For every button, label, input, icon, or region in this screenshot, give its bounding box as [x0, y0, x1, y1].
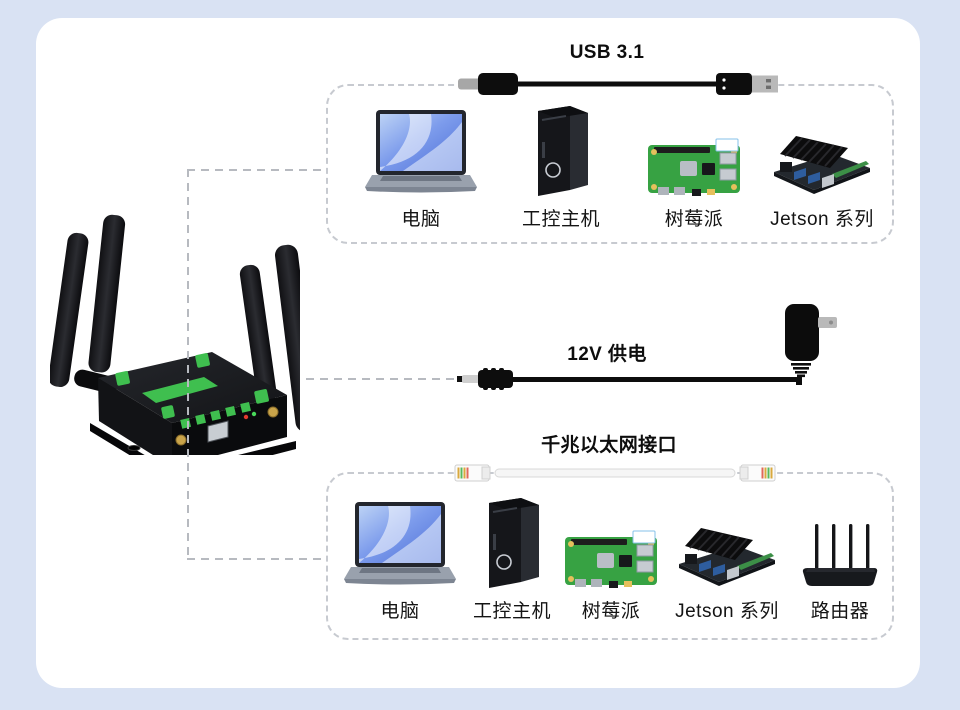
dc-plug-icon: [455, 366, 517, 392]
jetson-icon: [768, 134, 876, 198]
usb-cable-icon: [440, 68, 790, 100]
ethernet-port-icon: [207, 420, 229, 443]
usb-a-connector-icon: [752, 75, 778, 93]
rj45-connector-right-icon: [739, 464, 776, 482]
device-figure-raspberry-pi: 树莓派: [646, 138, 742, 232]
connector-line-top: [187, 169, 326, 171]
device-figure-jetson: Jetson 系列: [673, 526, 781, 624]
connector-line-power: [292, 378, 458, 380]
devices-box-usb: 电脑 工控主机: [326, 84, 894, 244]
white-card: [36, 18, 920, 688]
jetson-icon: [673, 526, 781, 590]
device-label: Jetson 系列: [675, 601, 779, 622]
device-figure-router: 路由器: [802, 524, 878, 624]
devices-box-ethernet: 电脑 工控主机: [326, 472, 894, 640]
raspberry-pi-icon: [563, 530, 659, 590]
power-cable: [488, 377, 800, 382]
device-figure-tower-pc: 工控主机: [520, 104, 602, 232]
section-title-ethernet: 千兆以太网接口: [541, 435, 677, 456]
laptop-icon: [365, 110, 477, 198]
antenna-icons: [50, 214, 300, 432]
device-label: 路由器: [810, 601, 870, 622]
connector-line-bottom: [187, 558, 326, 560]
led-green-icon: [251, 411, 257, 417]
section-title-power: 12V 供电: [567, 344, 647, 365]
device-label: 工控主机: [521, 209, 600, 230]
device-figure-laptop: 电脑: [344, 502, 456, 624]
device-figure-laptop: 电脑: [365, 110, 477, 232]
connector-line-vertical: [187, 169, 189, 560]
tower-pc-icon: [520, 104, 602, 198]
sma-connector-icon: [175, 434, 187, 446]
plug-prong-icon: [818, 317, 837, 328]
laptop-icon: [344, 502, 456, 590]
green-sticker-icons: [115, 353, 269, 419]
tower-pc-icon: [471, 496, 553, 590]
main-device-icon: [50, 205, 300, 455]
usb-c-port-icon: [127, 445, 141, 451]
ethernet-cable-icon: [440, 458, 790, 488]
device-label: 工控主机: [472, 601, 551, 622]
device-label: Jetson 系列: [770, 209, 874, 230]
device-label: 树莓派: [581, 601, 641, 622]
raspberry-pi-icon: [646, 138, 742, 198]
power-adapter-icon: [779, 299, 861, 391]
device-label: 电脑: [401, 209, 441, 230]
router-icon: [802, 524, 878, 590]
device-figure-tower-pc: 工控主机: [471, 496, 553, 624]
led-red-icon: [243, 414, 249, 420]
device-label: 树莓派: [664, 209, 724, 230]
rj45-connector-left-icon: [454, 464, 491, 482]
section-title-usb: USB 3.1: [569, 42, 645, 63]
product-label-sticker: [142, 377, 218, 403]
usb-c-connector-icon: [458, 78, 482, 90]
sma-connector-icon: [267, 406, 279, 418]
device-figure-raspberry-pi: 树莓派: [563, 530, 659, 624]
device-label: 电脑: [380, 601, 420, 622]
device-figure-jetson: Jetson 系列: [768, 134, 876, 232]
